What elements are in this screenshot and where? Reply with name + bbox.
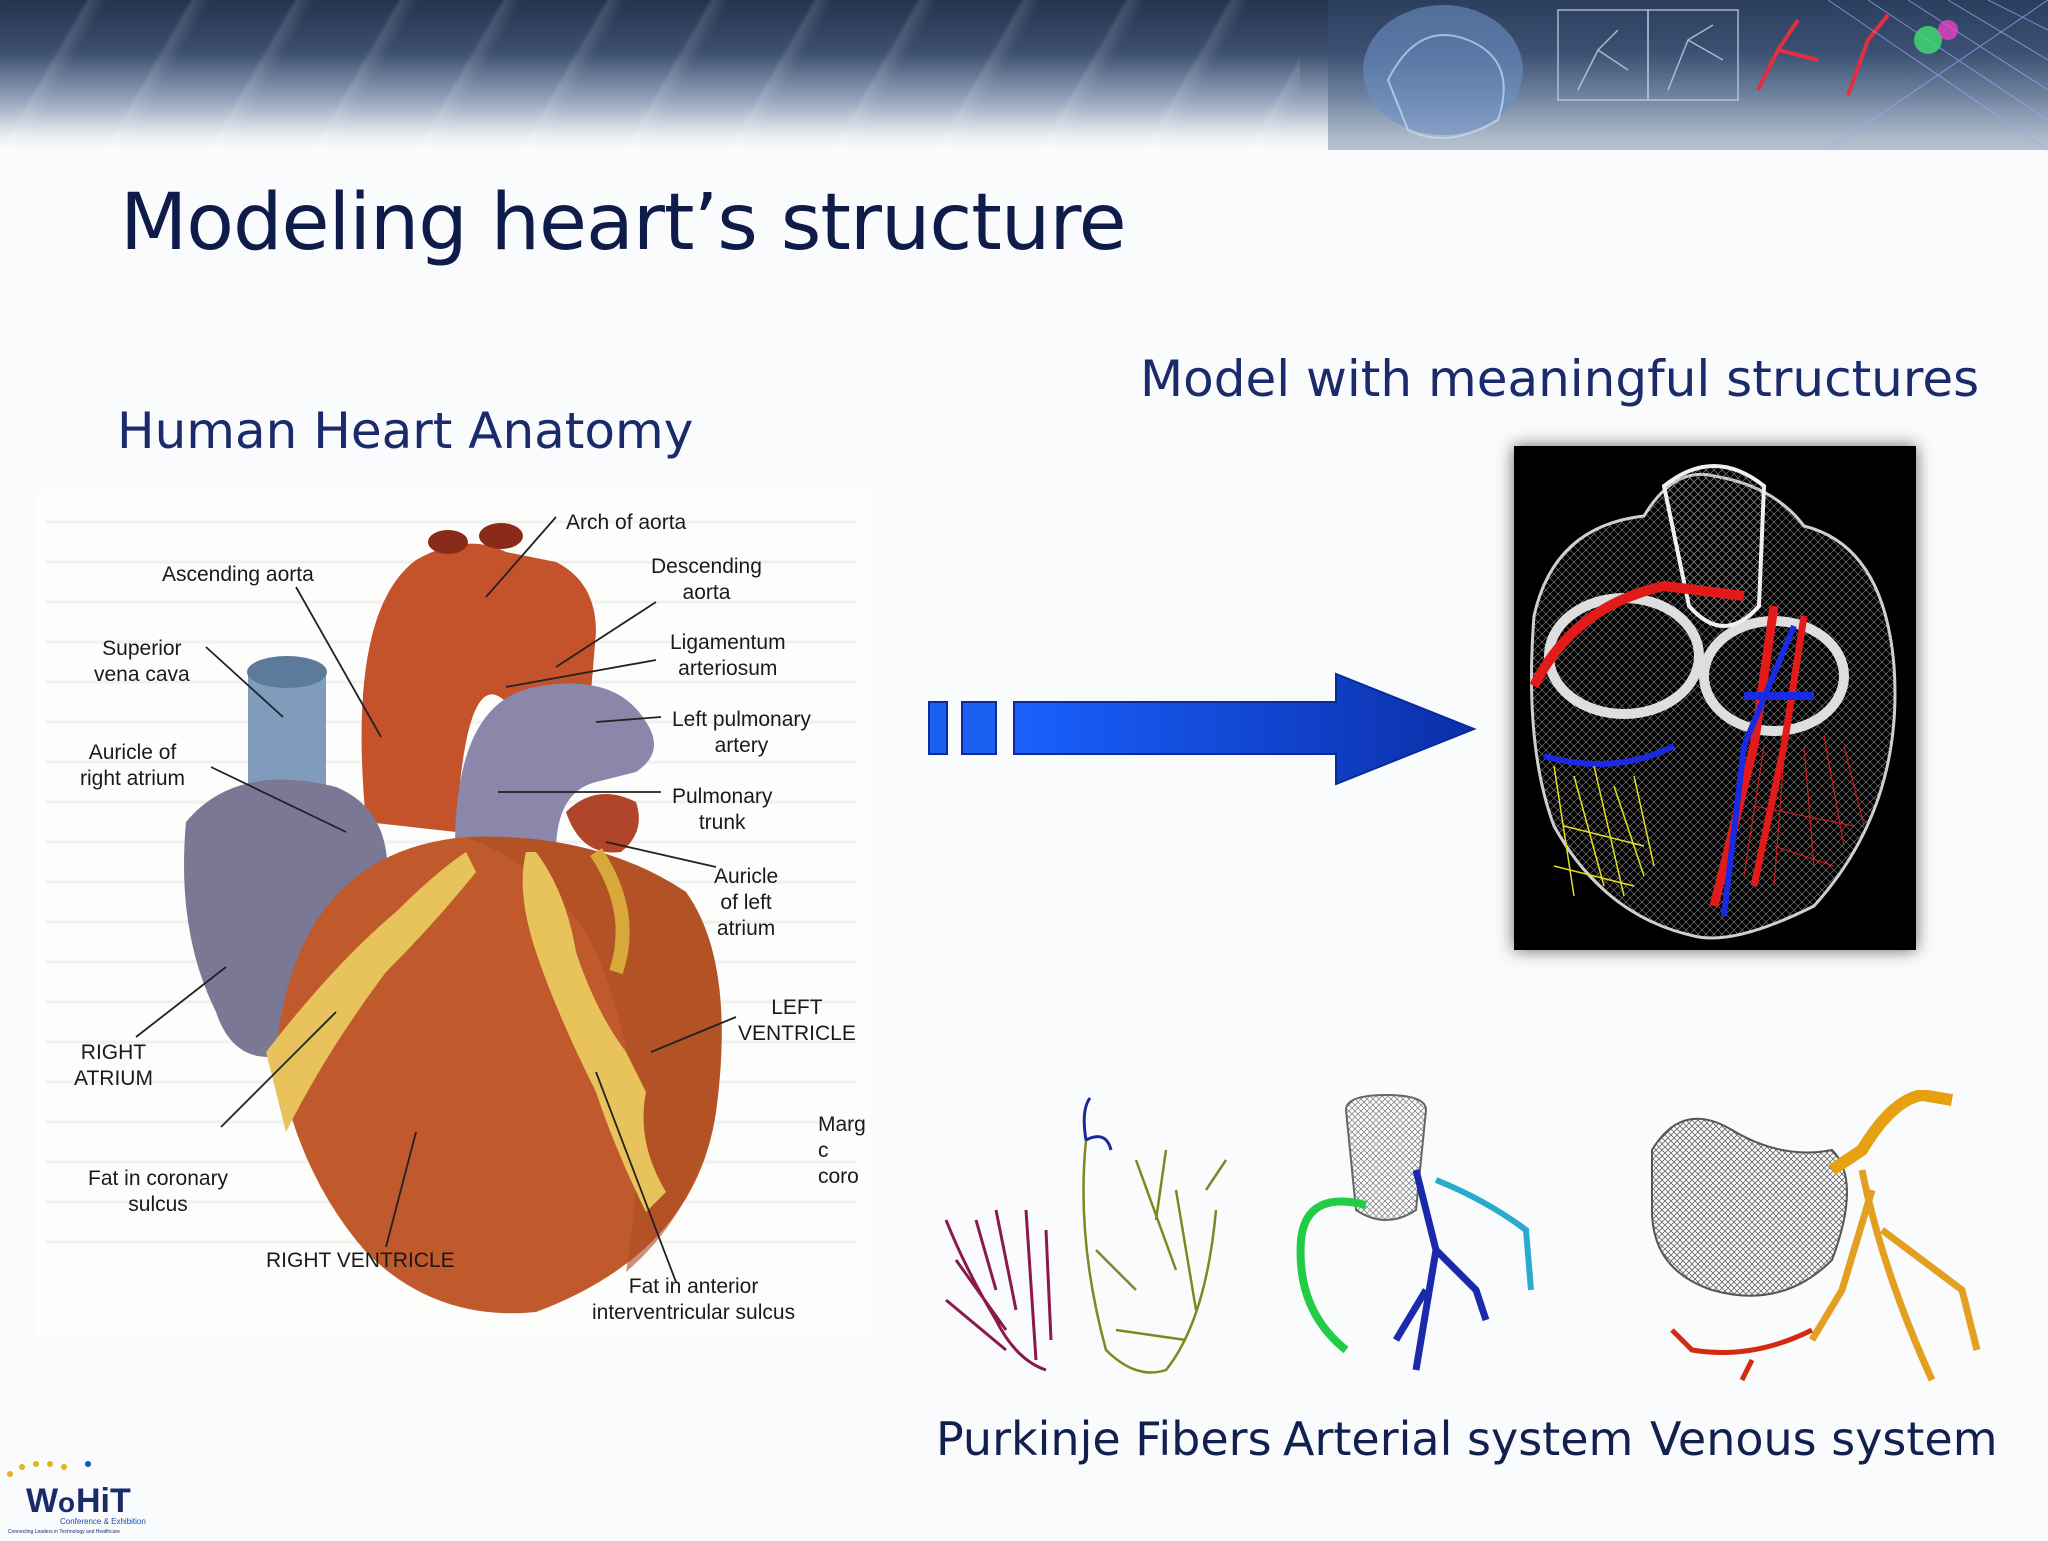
label-ligamentum-arteriosum: Ligamentum arteriosum bbox=[670, 631, 786, 680]
slide-title: Modeling heart’s structure bbox=[120, 178, 1127, 268]
logo-line-1: Conference & Exhibition bbox=[60, 1517, 146, 1526]
svg-text:o: o bbox=[58, 1487, 75, 1518]
banner-heart-images bbox=[1328, 0, 2048, 150]
label-auricle-left-atrium: Auricle of left atrium bbox=[714, 865, 779, 940]
banner-stripes bbox=[0, 0, 1300, 150]
label-auricle-right-atrium: Auricle of right atrium bbox=[80, 741, 186, 790]
purkinje-fibers-image bbox=[944, 1097, 1228, 1374]
anatomy-subtitle: Human Heart Anatomy bbox=[117, 402, 694, 460]
arrow-block-1 bbox=[928, 701, 948, 755]
svg-text:HiT: HiT bbox=[76, 1482, 131, 1520]
logo-text: W bbox=[26, 1482, 59, 1520]
caption-arterial-system: Arterial system bbox=[1283, 1412, 1634, 1466]
label-left-ventricle: LEFT VENTRICLE bbox=[738, 996, 856, 1045]
caption-purkinje-fibers: Purkinje Fibers bbox=[936, 1412, 1272, 1466]
label-ascending-aorta: Ascending aorta bbox=[162, 563, 314, 586]
label-superior-vena-cava: Superior vena cava bbox=[94, 637, 190, 686]
model-subtitle: Model with meaningful structures bbox=[1140, 350, 1980, 408]
label-arch-of-aorta: Arch of aorta bbox=[566, 511, 687, 534]
arrow-body bbox=[1013, 672, 1477, 786]
label-fat-coronary-sulcus: Fat in coronary sulcus bbox=[88, 1167, 229, 1216]
label-fat-anterior-sulcus: Fat in anterior interventricular sulcus bbox=[592, 1275, 796, 1324]
label-left-pulmonary-artery: Left pulmonary artery bbox=[672, 708, 811, 757]
label-descending-aorta: Descending aorta bbox=[651, 555, 762, 604]
wohit-logo: W o HiT Conference & Exhibition Connecti… bbox=[0, 1460, 170, 1536]
label-right-atrium: RIGHT ATRIUM bbox=[74, 1041, 153, 1090]
venous-system-image bbox=[1651, 1090, 1981, 1382]
heart-model-render bbox=[1514, 446, 1916, 950]
wireframe-heart-drawing bbox=[1529, 464, 1897, 940]
label-right-ventricle: RIGHT VENTRICLE bbox=[266, 1249, 455, 1272]
arterial-system-image bbox=[1296, 1093, 1534, 1371]
header-banner bbox=[0, 0, 2048, 150]
heart-anatomy-figure: Arch of aorta Ascending aorta Descending… bbox=[36, 492, 870, 1338]
arrow-block-2 bbox=[961, 701, 997, 755]
label-pulmonary-trunk: Pulmonary trunk bbox=[672, 785, 773, 834]
heart-anatomy-drawing bbox=[36, 492, 870, 1338]
label-marg-coro: Marg c coro bbox=[818, 1113, 866, 1188]
logo-line-2: Connecting Leaders in Technology and Hea… bbox=[8, 1529, 120, 1535]
caption-venous-system: Venous system bbox=[1650, 1412, 1998, 1466]
wohit-logo-graphic: W o HiT Conference & Exhibition Connecti… bbox=[7, 1461, 146, 1535]
transform-arrow bbox=[928, 672, 1477, 786]
